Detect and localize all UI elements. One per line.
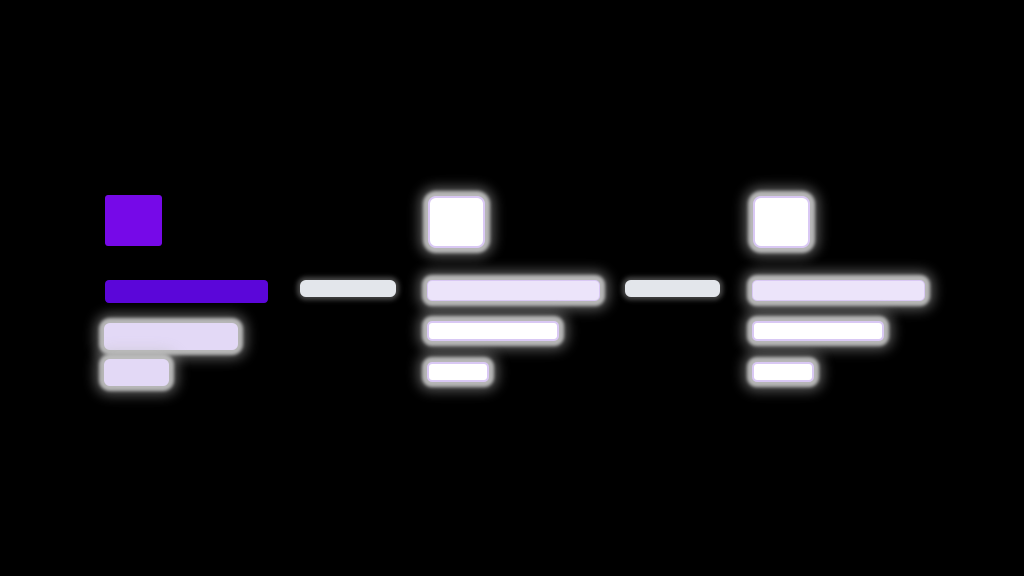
skeleton-bar-long: [427, 280, 600, 301]
connector-dash-1: [300, 280, 396, 297]
icon-placeholder-square: [428, 196, 485, 248]
skeleton-bar-medium: [752, 321, 884, 341]
skeleton-bar-medium: [427, 321, 559, 341]
skeleton-bar-medium: [104, 323, 238, 350]
skeleton-bar-short: [752, 362, 814, 382]
accent-bar: [105, 280, 268, 303]
connector-dash-2: [625, 280, 720, 297]
skeleton-bar-short: [427, 362, 489, 382]
icon-placeholder-square: [753, 196, 810, 248]
accent-square: [105, 195, 162, 246]
skeleton-bar-short: [104, 359, 169, 386]
skeleton-bar-long: [752, 280, 925, 301]
